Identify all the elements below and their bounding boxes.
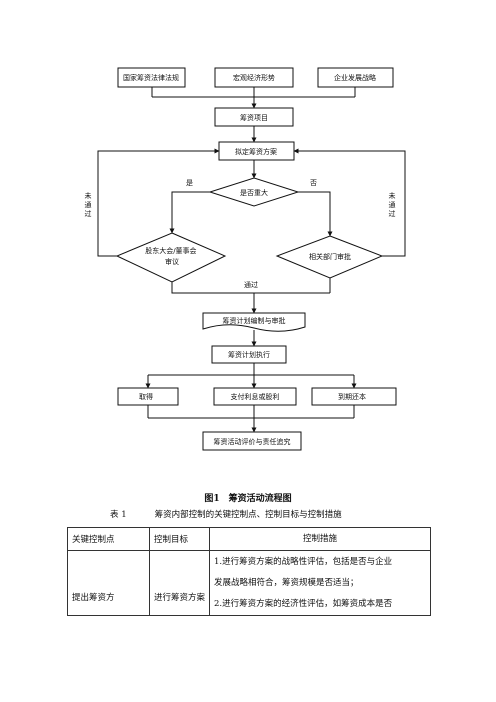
label-no: 否 xyxy=(310,179,317,187)
label-fail-left: 未通过 xyxy=(85,191,92,218)
header-measures: 控制措施 xyxy=(209,527,431,551)
node-execute xyxy=(211,345,287,364)
text-board: 股东大会/董事会 审议 xyxy=(145,246,199,266)
text-board-1: 股东大会/董事会 xyxy=(145,246,196,255)
node-pay xyxy=(213,387,297,406)
text-execute: 筹资计划执行 xyxy=(228,350,270,359)
cell-measures: 1.进行筹资方案的战略性评估，包括是否与企业 发展战略相符合，筹资规模是否适当；… xyxy=(209,550,431,616)
table-header-row: 关键控制点 控制目标 控制措施 xyxy=(67,527,431,551)
table-title: 表 1 筹资内部控制的关键控制点、控制目标与控制措施 xyxy=(110,508,370,520)
label-fail-right: 未通过 xyxy=(389,191,396,218)
cell-point: 提出筹资方 xyxy=(67,550,150,616)
label-yes: 是 xyxy=(186,179,193,187)
text-board-2: 审议 xyxy=(165,257,179,266)
figure-caption: 图1 筹资活动流程图 xyxy=(204,494,292,504)
text-macro: 宏观经济形势 xyxy=(233,73,275,82)
measure-line: 2.进行筹资方案的经济性评估，如筹资成本是否 xyxy=(214,599,393,609)
table-number: 表 1 xyxy=(110,510,127,520)
text-plan: 拟定筹资方案 xyxy=(235,147,277,156)
text-repay: 到期还本 xyxy=(338,392,366,401)
text-strategy: 企业发展战略 xyxy=(334,73,376,82)
text-evaluate: 筹资活动评价与责任追究 xyxy=(214,437,291,446)
control-table: 关键控制点 控制目标 控制措施 提出筹资方 进行筹资方案 1.进行筹资方案的战略… xyxy=(67,527,431,616)
node-major xyxy=(208,177,300,207)
cell-goal: 进行筹资方案 xyxy=(149,550,210,616)
text-pay: 支付利息或股利 xyxy=(231,392,280,401)
table-row: 提出筹资方 进行筹资方案 1.进行筹资方案的战略性评估，包括是否与企业 发展战略… xyxy=(67,550,431,616)
node-compile xyxy=(202,312,306,332)
node-evaluate xyxy=(202,431,302,451)
text-dept: 相关部门审批 xyxy=(309,252,351,261)
text-major: 是否重大 xyxy=(240,188,268,197)
header-point: 关键控制点 xyxy=(67,527,150,551)
label-pass: 通过 xyxy=(244,280,258,289)
text-obtain: 取得 xyxy=(139,392,153,401)
text-law: 国家筹资法律法规 xyxy=(123,73,179,82)
header-goal: 控制目标 xyxy=(149,527,210,551)
text-project: 筹资项目 xyxy=(240,113,268,122)
text-compile: 筹资计划编制与审批 xyxy=(223,316,286,325)
table-title-text: 筹资内部控制的关键控制点、控制目标与控制措施 xyxy=(154,510,342,520)
measure-line: 1.进行筹资方案的战略性评估，包括是否与企业 xyxy=(214,557,393,567)
measure-line: 发展战略相符合，筹资规模是否适当； xyxy=(214,578,359,588)
financing-flowchart: 国家筹资法律法规 宏观经济形势 企业发展战略 筹资项目 拟定筹资方案 是否重大 … xyxy=(85,67,406,451)
